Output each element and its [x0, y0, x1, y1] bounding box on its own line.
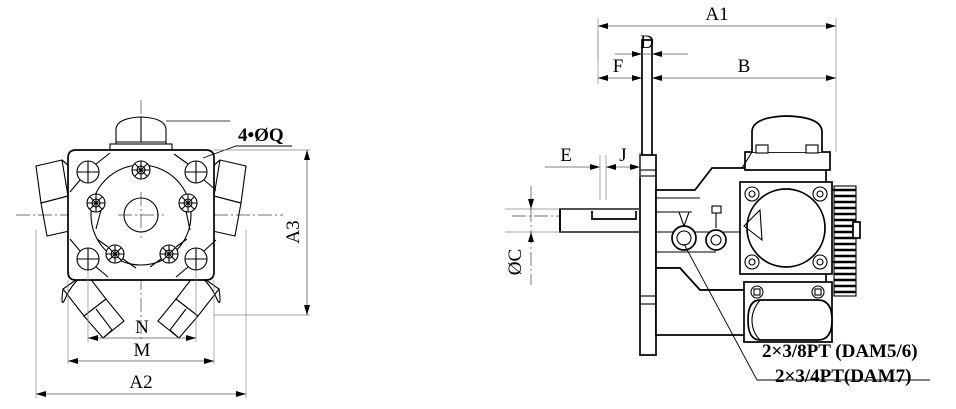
front-screw-mid-left — [86, 193, 106, 230]
dim-f-label: F — [613, 56, 624, 77]
side-lower-cartridge — [743, 281, 833, 343]
dim-j-label: J — [619, 145, 626, 166]
side-mounting-flange — [639, 39, 657, 356]
dim-b-arrow-right — [826, 75, 836, 81]
dim-a3-arrow-bottom — [304, 305, 310, 315]
dim-d-arrow-left — [632, 51, 642, 57]
dim-e-label: E — [560, 145, 572, 166]
port-note-1: 2×3/8PT (DAM5/6) — [762, 341, 918, 362]
side-fin-tab — [852, 221, 861, 239]
dim-a2-label: A2 — [129, 372, 152, 393]
dim-f: F — [597, 30, 642, 84]
dim-j: J — [606, 145, 641, 178]
side-cartridge-circle — [746, 188, 826, 268]
bolt-callout-label: 4•ØQ — [238, 125, 284, 146]
front-port-right-lower — [157, 272, 221, 339]
dim-m-arrow-right — [204, 358, 214, 364]
front-screw-bottom-right — [149, 238, 188, 268]
side-valve-stud-right — [805, 144, 819, 154]
dim-oc: ØC — [505, 186, 640, 285]
side-flange-plate — [639, 154, 657, 356]
dim-d-label: D — [640, 32, 654, 53]
side-shaft-keyway — [591, 211, 637, 220]
dim-n-arrow-right — [186, 335, 196, 341]
side-lower-barrel-edge — [751, 299, 761, 341]
front-corner-holes — [69, 152, 217, 278]
dim-b-arrow-left — [652, 75, 662, 81]
dim-oc-arrow-bottom — [528, 232, 534, 242]
side-solenoid-cap — [751, 115, 823, 152]
dim-b: B — [652, 56, 836, 81]
dim-oc-label: ØC — [505, 249, 526, 275]
dim-n: N — [87, 270, 197, 342]
side-cartridge-bolts — [744, 186, 828, 270]
side-shaft — [559, 208, 649, 233]
dim-d-arrow-right — [652, 51, 662, 57]
front-hole-bottom-right — [175, 239, 217, 278]
front-hole-top-right — [173, 153, 217, 191]
port-note-2: 2×3/4PT(DAM7) — [775, 366, 911, 387]
side-valve-chamfer — [741, 151, 753, 169]
dim-a1-arrow-right — [826, 23, 836, 29]
side-ports — [671, 205, 727, 251]
dim-j-arrow-right — [630, 164, 640, 170]
dim-m-label: M — [134, 340, 151, 361]
dim-b-label: B — [738, 56, 751, 77]
dim-f-arrow-right — [632, 75, 642, 81]
dim-n-label: N — [135, 317, 149, 338]
side-valve-block — [741, 115, 831, 171]
side-valve-stud-left — [755, 144, 769, 154]
dim-e: E — [545, 145, 607, 200]
front-bolt-circle-screws — [86, 160, 198, 269]
front-screw-mid-right — [178, 193, 198, 231]
side-pump-cartridge — [739, 181, 833, 275]
front-bore-group — [90, 164, 192, 266]
dim-a3: A3 — [214, 149, 310, 316]
front-port-left-lower — [61, 272, 125, 339]
dim-a3-arrow-top — [304, 150, 310, 160]
front-hole-bottom-left — [69, 238, 109, 278]
side-port-1-inner — [676, 230, 692, 246]
port-note-leader-line — [683, 243, 930, 381]
side-cooling-fins — [833, 185, 861, 297]
dim-a1-arrow-left — [598, 23, 608, 29]
bolt-callout-leader — [202, 145, 292, 159]
dim-m-arrow-left — [68, 358, 78, 364]
dim-a2-arrow-left — [36, 391, 46, 397]
side-valve-base — [744, 151, 831, 171]
front-view: 4•ØQ A3 N M — [16, 100, 310, 398]
front-screw-bottom-left — [96, 238, 137, 269]
dim-n-arrow-left — [88, 335, 98, 341]
front-hole-top-left — [69, 152, 111, 193]
side-fin-lines — [834, 188, 856, 294]
dim-oc-arrow-top — [528, 199, 534, 209]
dim-a2-arrow-right — [236, 391, 246, 397]
dim-a3-label: A3 — [283, 220, 304, 243]
side-view: 2×3/8PT (DAM5/6) 2×3/4PT(DAM7) A1 D F — [505, 4, 930, 387]
side-port-2-inner — [710, 234, 722, 246]
front-screw-top — [131, 160, 151, 180]
front-filler-cap — [109, 116, 230, 151]
side-cartridge-notch — [743, 208, 763, 242]
dim-j-arrow-left — [606, 164, 616, 170]
side-spigot-2-head — [711, 205, 722, 214]
dim-m: M — [67, 280, 215, 364]
dim-a2: A2 — [35, 230, 247, 398]
side-spigot-1 — [678, 211, 690, 228]
port-note-leader — [683, 243, 930, 381]
dim-a1-label: A1 — [705, 4, 728, 25]
side-lower-barrel — [747, 299, 833, 341]
dim-e-arrow-right — [590, 164, 600, 170]
dim-f-arrow-left — [598, 75, 608, 81]
dim-d: D — [615, 32, 688, 57]
